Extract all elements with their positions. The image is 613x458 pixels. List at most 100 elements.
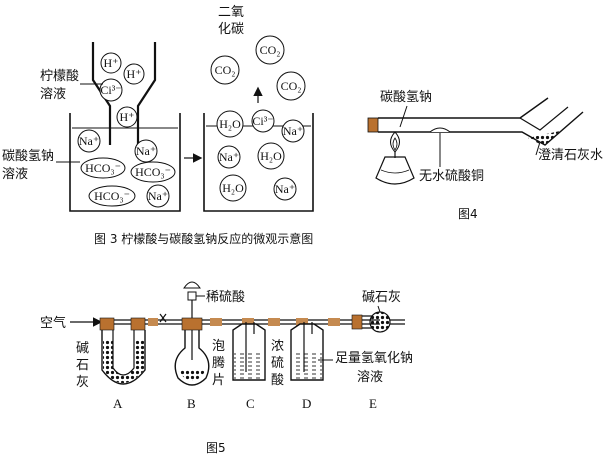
svg-text:H₂O: H₂O (222, 181, 244, 195)
soda-lime-a-label: 灰 (76, 375, 89, 390)
product-particle: Na⁺ (217, 145, 241, 169)
svg-text:Na⁺: Na⁺ (275, 182, 295, 196)
beaker-ion: Na⁺ (77, 129, 101, 153)
svg-text:Na⁺: Na⁺ (219, 150, 239, 164)
svg-text:H₂O: H₂O (219, 117, 241, 131)
nahco3-label: 碳酸氢钠 (380, 90, 432, 105)
limewater-leader (535, 141, 541, 156)
product-particle: H₂O (257, 142, 285, 170)
bent-tube (519, 106, 569, 131)
product-particle: H₂O (219, 174, 247, 202)
svg-text:Ci³⁻: Ci³⁻ (252, 114, 273, 128)
svg-text:Na⁺: Na⁺ (148, 189, 168, 203)
nahco3-leader (399, 105, 408, 128)
figure-5-caption: 图5 (206, 441, 226, 455)
separatory-funnel-stopcock (187, 291, 197, 301)
alcohol-lamp (375, 156, 415, 185)
apparatus-letter: E (369, 396, 377, 411)
rubber-stopper (367, 117, 379, 133)
air-label: 空气 (40, 315, 66, 331)
limewater-label: 澄清石灰水 (538, 148, 603, 163)
pipe-connector (242, 318, 254, 326)
svg-text:H⁺: H⁺ (104, 56, 119, 70)
u-tube-stopper (99, 317, 115, 331)
beaker-ion: Na⁺ (134, 139, 158, 163)
soda-lime-a (103, 340, 144, 383)
svg-text:H⁺: H⁺ (120, 110, 135, 124)
tablet-label: 腾 (212, 355, 225, 371)
svg-text:Ci³⁻: Ci³⁻ (100, 83, 121, 97)
u-tube (101, 330, 146, 385)
funnel-ion: Ci³⁻ (99, 78, 123, 102)
naoh-label: 足量氢氧化钠 (335, 351, 413, 366)
co2-molecule: CO₂ (210, 55, 240, 85)
svg-text:CO₂: CO₂ (260, 43, 281, 57)
pipe-connector (296, 318, 308, 326)
funnel-ion: H⁺ (100, 52, 122, 74)
svg-text:Na⁺: Na⁺ (136, 144, 156, 158)
beaker-ion: Na⁺ (146, 184, 170, 208)
citric-acid-label: 溶液 (40, 87, 66, 102)
co2-molecule: CO₂ (276, 71, 306, 101)
apparatus-letter: B (187, 396, 196, 411)
co2-gas-label: 化碳 (218, 22, 244, 37)
apparatus-letter: D (302, 396, 311, 411)
figure-4-caption: 图4 (458, 207, 478, 221)
product-particle: Na⁺ (281, 119, 305, 143)
naoh-label: 溶液 (357, 370, 383, 385)
beaker-ion: HCO₃⁻ (130, 161, 176, 183)
drying-tube-stopper (351, 314, 363, 330)
svg-text:Na⁺: Na⁺ (283, 124, 303, 138)
flask (174, 330, 210, 386)
cuso4-label: 无水硫酸铜 (419, 169, 484, 184)
svg-text:H⁺: H⁺ (127, 67, 142, 81)
figure-5: 空气 碱 石 灰 稀硫酸 泡 腾 片 (40, 281, 413, 455)
soda-lime-e-label: 碱石灰 (362, 290, 401, 305)
effervescent-tablet (178, 370, 206, 381)
pipe-connector (268, 318, 280, 326)
apparatus-letter: A (113, 396, 123, 411)
svg-text:H₂O: H₂O (260, 149, 282, 163)
pipe-connector (328, 318, 340, 326)
acid-label: 稀硫酸 (206, 290, 245, 305)
figure-3: H⁺ H⁺ Ci³⁻ H⁺ Na⁺ Na⁺ HCO₃⁻ HCO₃⁻ (2, 5, 314, 246)
apparatus-letter: C (246, 396, 255, 411)
clamp-icon (159, 313, 167, 323)
svg-text:HCO₃⁻: HCO₃⁻ (135, 165, 171, 179)
nahco3-label: 碳酸氢钠 (2, 149, 54, 164)
soda-lime-a-label: 碱 (76, 341, 89, 356)
svg-text:CO₂: CO₂ (281, 79, 302, 93)
separatory-funnel (183, 281, 201, 289)
conc-acid-label: 酸 (271, 373, 284, 388)
nahco3-label: 溶液 (2, 167, 28, 182)
cuso4-sample (429, 127, 451, 133)
right-beaker (203, 113, 314, 212)
citric-acid-label: 柠檬酸 (40, 69, 79, 84)
product-particle: Na⁺ (273, 177, 297, 201)
co2-molecule: CO₂ (255, 35, 285, 65)
svg-text:HCO₃⁻: HCO₃⁻ (94, 189, 130, 203)
funnel-ion: H⁺ (116, 106, 138, 128)
svg-text:HCO₃⁻: HCO₃⁻ (85, 161, 121, 175)
flame-icon (390, 131, 400, 153)
beaker-ion: HCO₃⁻ (88, 185, 136, 207)
conc-acid-label: 浓 (271, 339, 284, 354)
svg-text:Na⁺: Na⁺ (79, 134, 99, 148)
soda-lime-a-label: 石 (76, 358, 89, 373)
tablet-label: 泡 (212, 339, 225, 354)
limewater-liquid (528, 131, 560, 146)
naoh-liquid (292, 352, 322, 379)
funnel-ion: H⁺ (123, 63, 145, 85)
conc-acid-liquid (234, 352, 264, 379)
product-particle: Ci³⁻ (251, 109, 275, 133)
pipe-connector (210, 318, 222, 326)
flask-stopper (181, 317, 203, 331)
beaker-ion: HCO₃⁻ (80, 157, 126, 179)
co2-gas-label: 二氧 (218, 5, 244, 20)
pipe-connector (148, 318, 158, 326)
tablet-label: 片 (212, 373, 225, 388)
svg-text:CO₂: CO₂ (215, 63, 236, 77)
conc-acid-label: 硫 (271, 356, 284, 371)
product-particle: H₂O (216, 110, 244, 138)
